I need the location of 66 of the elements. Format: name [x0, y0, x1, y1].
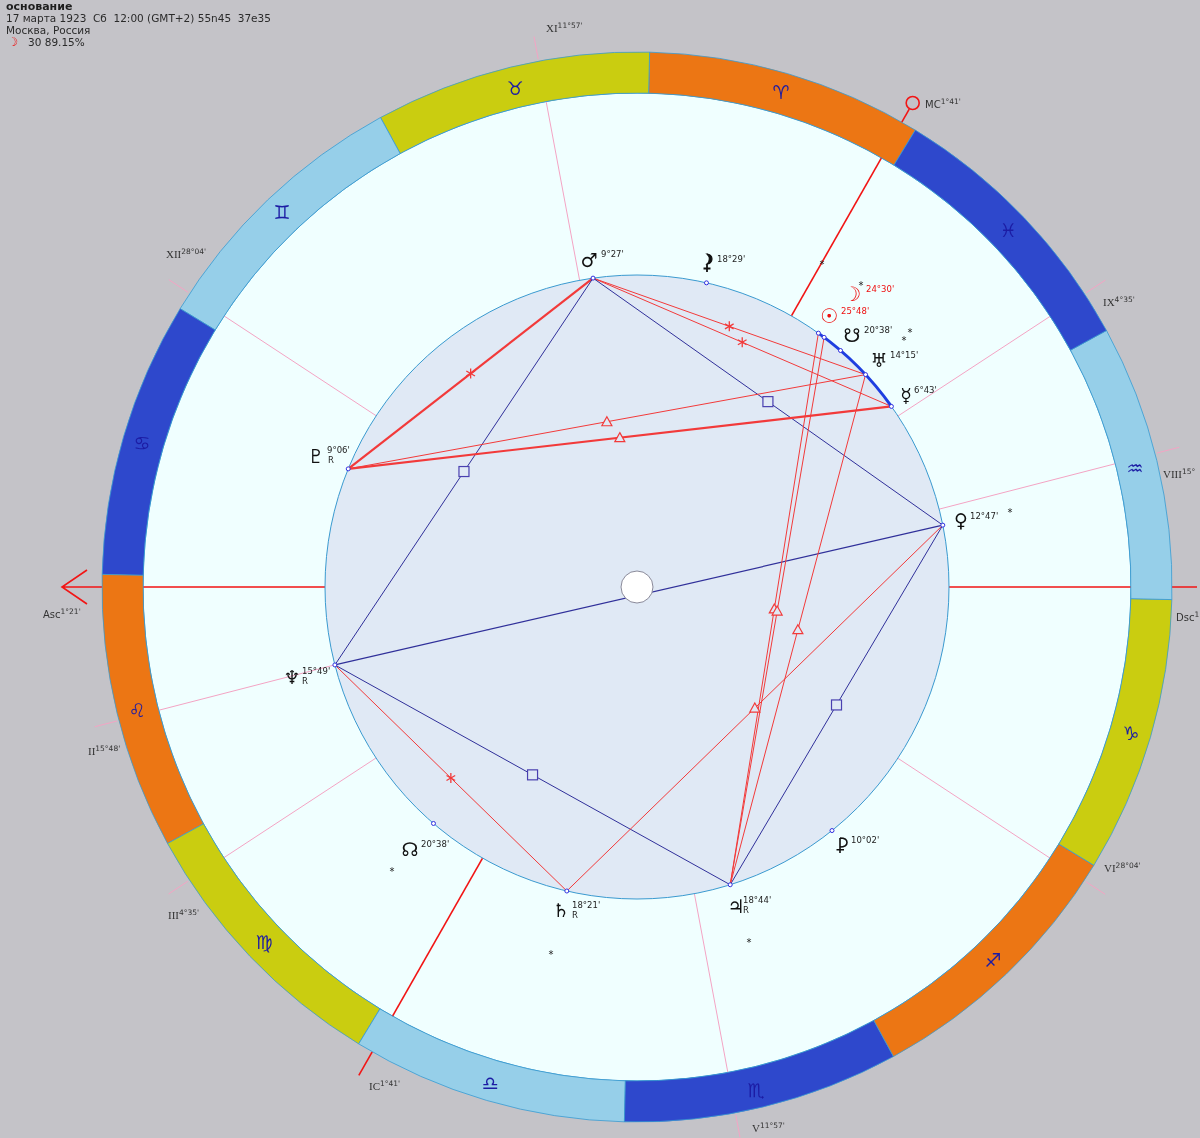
- zodiac-sign-symbol: ♑: [1122, 722, 1140, 744]
- retrograde-mark: R: [743, 906, 749, 916]
- house-cusp-label: II$^{15°48'}$: [88, 745, 121, 758]
- asterisk-mark: *: [907, 326, 913, 338]
- retrograde-mark: R: [302, 677, 308, 687]
- house-cusp-label: VIII$^{15°}$: [1163, 468, 1196, 481]
- angle-label: IC$^{1°41'}$: [369, 1080, 401, 1093]
- planet-degree-label: 6°43': [914, 386, 937, 396]
- house-cusp-label: III$^{4°35'}$: [168, 909, 200, 922]
- planet-degree-label: 18°29': [717, 255, 746, 265]
- moon-phase-text: 30 89.15%: [28, 37, 85, 49]
- zodiac-sign-symbol: ♈: [772, 81, 790, 103]
- angle-label: MC$^{1°41'}$: [925, 98, 961, 110]
- zodiac-sign-symbol: ♋: [133, 432, 151, 454]
- planet-degree-label: 20°38': [864, 326, 893, 336]
- asterisk-mark: *: [901, 334, 907, 346]
- asterisk-mark: *: [1007, 506, 1013, 518]
- asterisk-mark: *: [389, 865, 395, 877]
- chart-title: основание: [6, 1, 73, 14]
- location-text: Москва, Россия: [6, 25, 91, 37]
- house-cusp-label: XII$^{28°04'}$: [166, 248, 207, 261]
- zodiac-sign-symbol: ♊: [273, 201, 291, 223]
- house-cusp-label: IX$^{4°35'}$: [1103, 296, 1135, 309]
- zodiac-sign-symbol: ♎: [481, 1072, 499, 1094]
- house-cusp-label: VI$^{28°04'}$: [1104, 862, 1141, 875]
- planet-symbol: ♃: [727, 895, 745, 917]
- zodiac-sign-symbol: ♒: [1126, 457, 1144, 479]
- planet-degree-label: 15°49': [302, 667, 331, 677]
- zodiac-sign-symbol: ♍: [255, 931, 273, 953]
- chart-info-text: 17 марта 1923 Сб 12:00 (GMT+2) 55n45 37e35: [6, 13, 271, 25]
- planet-symbol: ☊: [401, 838, 419, 860]
- zodiac-sign-symbol: ♓: [999, 219, 1017, 241]
- asterisk-mark: *: [858, 279, 864, 291]
- moon-symbol: ☽: [7, 36, 19, 50]
- asterisk-mark: *: [819, 258, 825, 270]
- retrograde-mark: R: [572, 911, 578, 921]
- planet-degree-label: 14°15': [890, 351, 919, 361]
- planet-symbol: ♅: [870, 349, 888, 371]
- zodiac-sign-symbol: ♉: [506, 77, 524, 99]
- planet-symbol: ☿: [900, 384, 912, 406]
- planet-symbol: ♄: [552, 899, 570, 921]
- planet-degree-label: 9°06': [327, 446, 350, 456]
- planet-degree-label: 10°02': [851, 836, 880, 846]
- planet-degree-label: 18°44': [743, 896, 772, 906]
- zodiac-sign-symbol: ♌: [128, 699, 146, 721]
- zodiac-sign-symbol: ♏: [747, 1079, 765, 1101]
- planet-symbol: ♀: [954, 509, 968, 531]
- asterisk-mark: *: [746, 936, 752, 948]
- planet-symbol: ☋: [843, 324, 861, 346]
- asterisk-mark: *: [548, 948, 554, 960]
- planet-degree-label: 25°48': [841, 307, 870, 317]
- planet-degree-label: 24°30': [866, 285, 895, 295]
- house-cusp-label: V$^{11°57'}$: [752, 1122, 785, 1135]
- house-cusp-label: XI$^{11°57'}$: [546, 22, 583, 35]
- angle-label: Asc$^{1°21'}$: [43, 608, 81, 620]
- planet-degree-label: 9°27': [601, 250, 624, 260]
- zodiac-sign-symbol: ♐: [984, 949, 1002, 971]
- planet-symbol: ☉: [820, 305, 838, 327]
- planet-symbol: ♂: [580, 249, 598, 271]
- planet-degree-label: 12°47': [970, 512, 999, 522]
- angle-label: Dsc$^{1}$: [1176, 611, 1200, 623]
- planet-degree-label: 18°21': [572, 901, 601, 911]
- planet-symbol: ♇: [307, 445, 325, 467]
- planet-symbol: ♆: [283, 666, 301, 688]
- planet-degree-label: 20°38': [421, 840, 450, 850]
- retrograde-mark: R: [328, 456, 334, 466]
